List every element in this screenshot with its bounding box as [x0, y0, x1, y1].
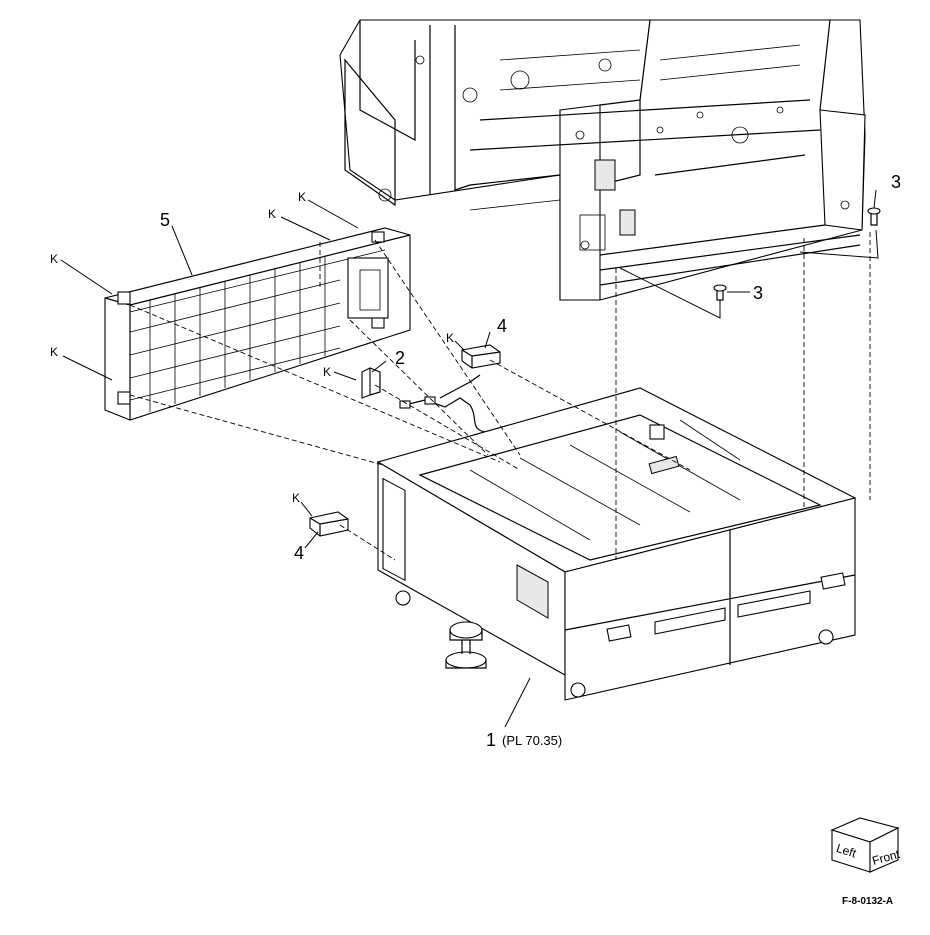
assembly-guide-lines: [129, 232, 871, 561]
callout-1: 1: [486, 730, 496, 750]
k-mark: K: [298, 190, 306, 204]
figure-id: F-8-0132-A: [842, 896, 893, 907]
callout-labels: 5 2 3 3 4 4 1 (PL 70.35): [160, 172, 901, 750]
orientation-cube-icon: Left Front: [830, 817, 902, 873]
callout-leaders: [60, 189, 879, 728]
k-marks: K K K K K K K K: [50, 190, 454, 505]
callout-4-lower: 4: [294, 543, 304, 563]
cube-left-label: Left: [835, 841, 859, 861]
cover-part-4-upper: [461, 344, 501, 369]
callout-4-upper: 4: [497, 316, 507, 336]
paper-feeder-unit-part-1: [376, 387, 857, 701]
k-mark: K: [268, 207, 276, 221]
callout-1-reference: (PL 70.35): [502, 733, 562, 748]
k-mark: K: [323, 365, 331, 379]
callout-3-center: 3: [753, 283, 763, 303]
leveling-foot: [445, 621, 487, 669]
rear-cover-panel-part-5: [104, 227, 411, 421]
callout-2: 2: [395, 348, 405, 368]
k-mark: K: [446, 331, 454, 345]
callout-5: 5: [160, 210, 170, 230]
bracket-part-2: [361, 367, 381, 399]
callout-3-right: 3: [891, 172, 901, 192]
k-mark: K: [50, 252, 58, 266]
printer-main-frame: [339, 19, 866, 301]
k-mark: K: [50, 345, 58, 359]
k-mark: K: [292, 491, 300, 505]
cover-part-4-lower: [309, 511, 349, 537]
screw-part-3-center: [713, 284, 727, 301]
screw-part-3-right: [867, 207, 881, 226]
